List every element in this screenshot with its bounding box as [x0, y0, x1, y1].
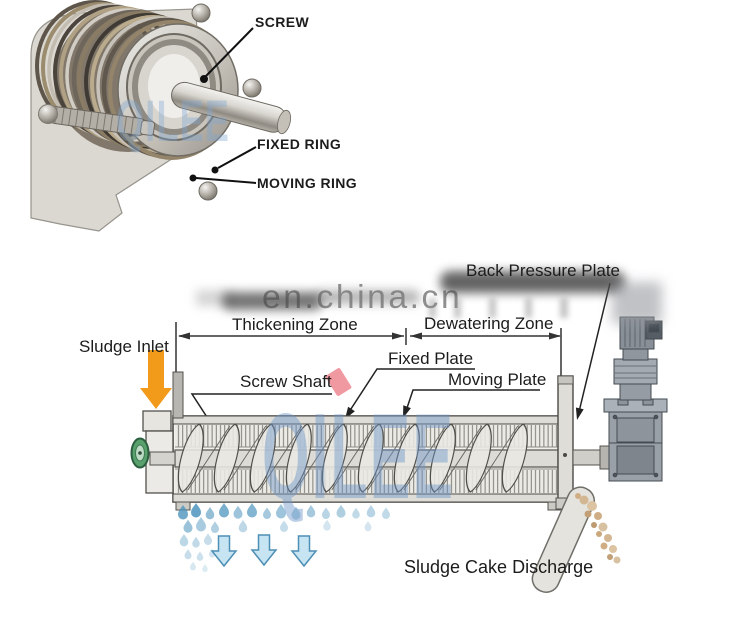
filtrate-drops: [178, 503, 390, 573]
screw-flights: [177, 423, 528, 493]
inlet-end: [130, 371, 184, 494]
bolt-knob-top: [191, 3, 211, 23]
moving-ring-pointer-dot: [189, 174, 197, 182]
dimension-arrowheads: [178, 332, 561, 340]
label-leader-lines: [190, 282, 611, 449]
reducer: [613, 358, 658, 385]
back-pressure-plate-part: [557, 375, 574, 504]
screw-shaft-label: Screw Shaft: [240, 372, 332, 391]
screw-pointer-dot: [200, 75, 208, 83]
filtrate-arrows: [210, 534, 318, 568]
inlet-port: [142, 410, 172, 432]
bolt-knob-right: [242, 78, 262, 98]
fixed-plate-label: Fixed Plate: [388, 349, 474, 368]
thickening-zone-label: Thickening Zone: [232, 315, 358, 334]
sludge-inlet-arrow: [140, 350, 172, 409]
moving-ring-label: MOVING RING: [257, 175, 358, 191]
back-pressure-plate-label: Back Pressure Plate: [466, 261, 621, 280]
sludge-cake-discharge-label: Sludge Cake Discharge: [404, 557, 594, 577]
dewatering-zone-label: Dewatering Zone: [424, 314, 554, 333]
moving-plate-label: Moving Plate: [448, 370, 547, 389]
gearbox-flange: [603, 398, 668, 413]
drive-end: [555, 316, 668, 510]
gear-motor: [603, 316, 668, 482]
bolt-knob-bottom: [198, 181, 218, 201]
sludge-inlet-label: Sludge Inlet: [79, 337, 169, 356]
press-drum: [172, 415, 563, 511]
fixed-ring-label: FIXED RING: [257, 136, 342, 152]
fixed-ring-pointer-dot: [211, 166, 219, 174]
sludge-cake-particles: [575, 493, 621, 564]
protruding-shaft: [171, 81, 292, 135]
screw-label: SCREW: [255, 14, 310, 30]
photo-leader-lines: [195, 27, 257, 184]
ring-stack-photo: [30, 0, 292, 232]
discharge-chute: [531, 486, 621, 593]
output-shaft: [572, 449, 604, 466]
dimension-lines: [175, 322, 562, 377]
tie-rod: [38, 104, 156, 136]
